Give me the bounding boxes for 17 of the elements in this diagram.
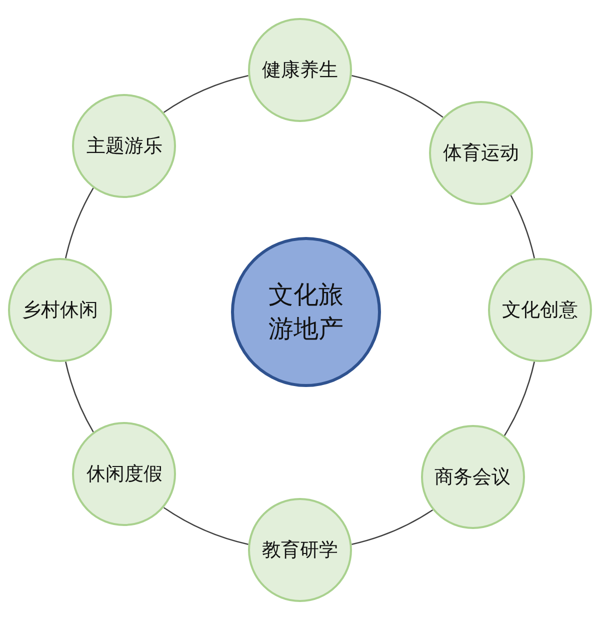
ring-connector xyxy=(164,75,248,113)
circle-label: 商务会议 xyxy=(434,464,511,490)
ring-connector xyxy=(504,362,535,436)
circle-label: 教育研学 xyxy=(262,538,338,563)
circle-label: 文化旅游地产 xyxy=(268,279,344,345)
circle-label: 休闲度假 xyxy=(86,462,162,487)
circle-label: 乡村休闲 xyxy=(22,298,98,323)
circle-label: 健康养生 xyxy=(262,58,338,83)
ring-connector xyxy=(65,188,94,258)
circle-label: 主题游乐 xyxy=(86,134,162,160)
ring-connector xyxy=(65,362,94,432)
ring-connector xyxy=(352,75,444,118)
circle-label: 文化创意 xyxy=(502,298,578,323)
ring-connector xyxy=(352,509,434,545)
ring-connector xyxy=(510,194,535,258)
circle-label: 体育运动 xyxy=(443,140,520,166)
ring-connector xyxy=(164,507,248,545)
